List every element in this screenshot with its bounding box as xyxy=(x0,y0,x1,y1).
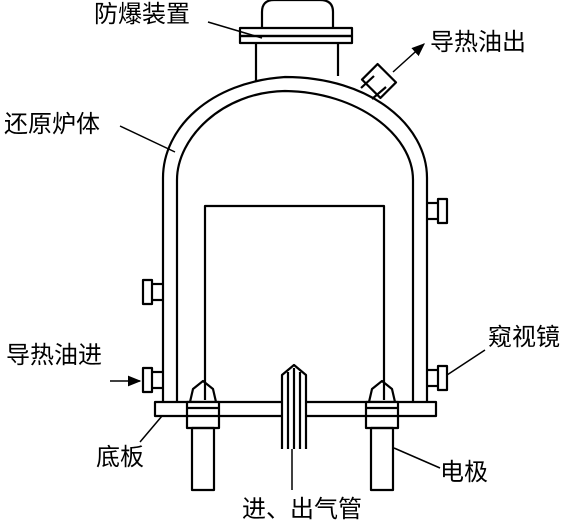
right-nozzle-sight-glass xyxy=(427,364,449,392)
label-oil-out: 导热油出 xyxy=(430,28,526,56)
label-electrode: 电极 xyxy=(440,458,488,486)
inner-chamber xyxy=(203,204,386,400)
label-furnace-body: 还原炉体 xyxy=(4,110,100,138)
label-explosion-proof: 防爆装置 xyxy=(94,0,190,28)
right-nozzle-upper xyxy=(427,197,449,225)
electrode-right xyxy=(364,379,400,492)
label-sight-glass: 窥视镜 xyxy=(488,323,560,351)
explosion-proof-device xyxy=(238,0,354,82)
label-oil-in: 导热油进 xyxy=(6,341,102,369)
oil-outlet-nozzle xyxy=(360,62,398,100)
leader-base-plate xyxy=(139,415,163,443)
leader-sight-glass xyxy=(446,349,486,376)
arrow-oil-out xyxy=(392,43,426,73)
leader-explosion-proof xyxy=(207,21,263,39)
label-base-plate: 底板 xyxy=(96,443,144,471)
left-nozzle-upper xyxy=(141,278,163,306)
label-gas-pipe: 进、出气管 xyxy=(242,495,362,523)
left-nozzle-lower-oil-inlet xyxy=(141,366,163,394)
leader-furnace-body xyxy=(119,125,176,153)
furnace-body-shell xyxy=(161,75,429,402)
leader-electrode xyxy=(393,447,441,469)
electrode-left xyxy=(185,379,221,492)
gas-pipe xyxy=(280,363,308,449)
